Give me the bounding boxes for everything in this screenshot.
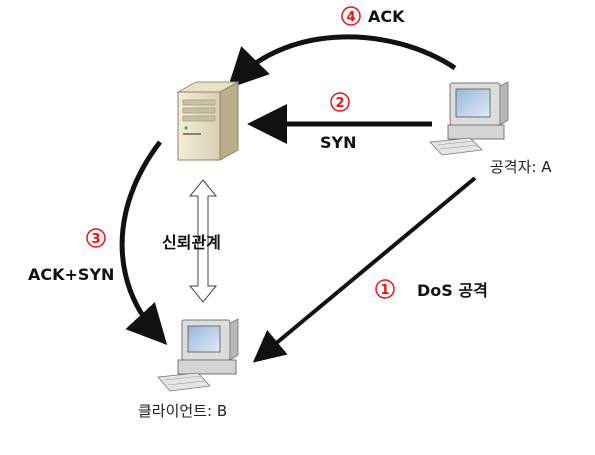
step-1-label: DoS 공격 (417, 281, 488, 300)
desktop-computer-icon (429, 81, 509, 156)
arrow-dos (252, 176, 477, 363)
attacker-caption: 공격자: A (490, 158, 552, 176)
step-3-number: 3 (91, 232, 100, 247)
client-computer: 클라이언트: B (138, 318, 239, 420)
arrow-ack-syn (119, 140, 168, 346)
trust-label: 신뢰관계 (162, 233, 221, 252)
step-2: 2 SYN (320, 92, 357, 152)
desktop-computer-icon (157, 318, 239, 392)
step-4: 4 ACK (341, 6, 405, 26)
arrow-ack (227, 34, 457, 89)
client-caption: 클라이언트: B (138, 402, 227, 420)
attacker-computer: 공격자: A (429, 81, 552, 176)
step-2-number: 2 (335, 96, 344, 111)
server-tower-icon (176, 81, 240, 161)
step-1-number: 1 (380, 283, 389, 298)
step-4-label: ACK (368, 7, 405, 26)
trust-double-arrow (188, 179, 218, 303)
step-2-label: SYN (320, 133, 357, 152)
step-1: 1 DoS 공격 (375, 279, 488, 300)
step-3: 3 ACK+SYN (28, 228, 114, 284)
step-3-label: ACK+SYN (28, 265, 114, 284)
step-4-number: 4 (346, 10, 355, 25)
